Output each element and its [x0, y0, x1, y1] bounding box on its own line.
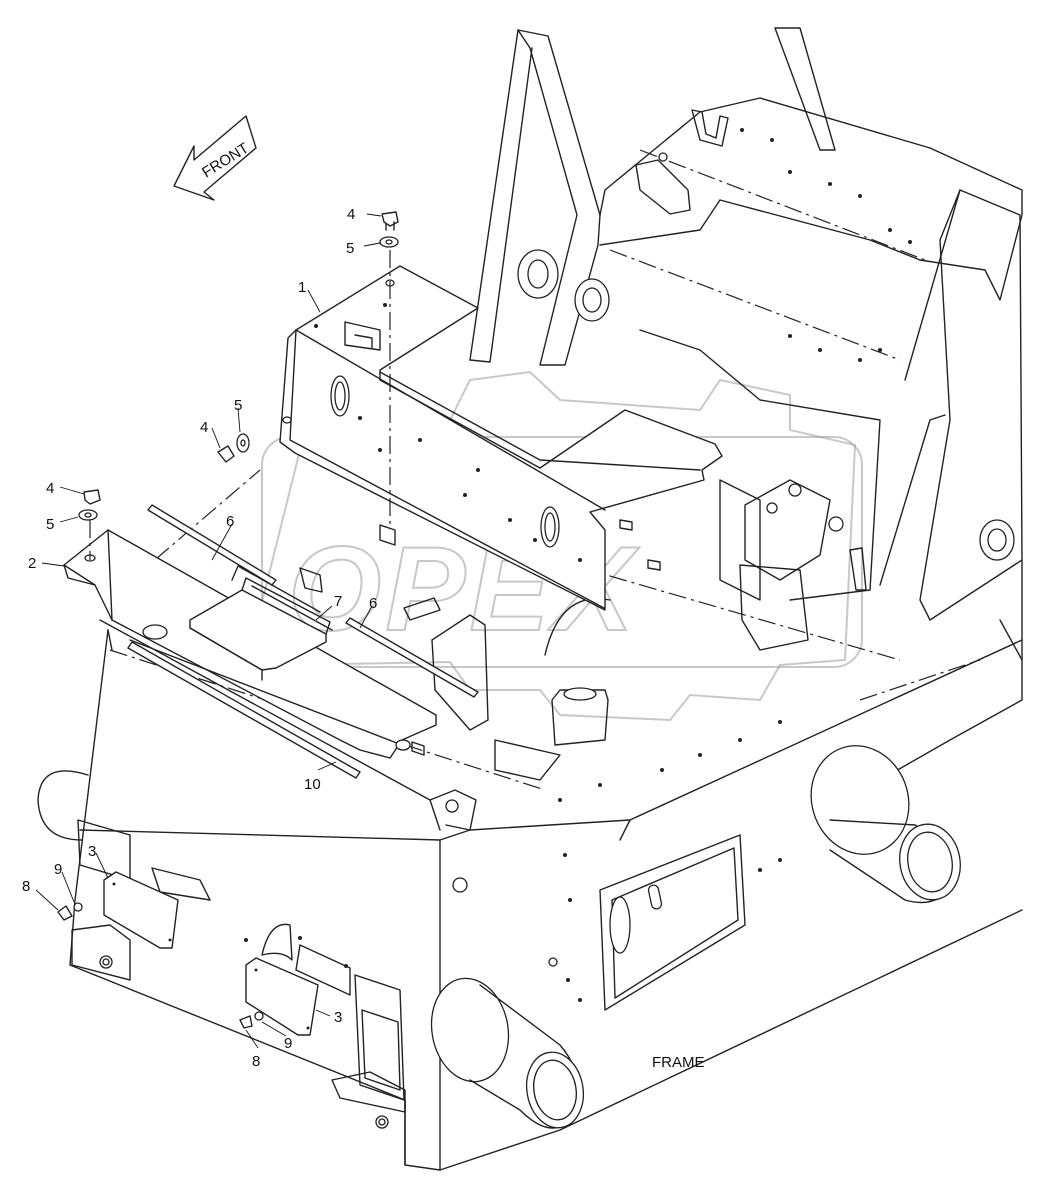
rear-frame-structure — [469, 27, 1023, 781]
callout-5-top: 5 — [346, 240, 354, 257]
callout-4-left: 4 — [46, 480, 54, 497]
callout-4-mid: 4 — [200, 419, 208, 436]
callout-9-left: 9 — [54, 861, 62, 878]
axle-tube-right — [810, 745, 961, 904]
callout-3-right: 3 — [334, 1009, 342, 1026]
callout-10: 10 — [304, 776, 321, 793]
callout-9-right: 9 — [284, 1035, 292, 1052]
part-6-seal-strips — [147, 504, 479, 698]
part-3-cover-plate-right — [245, 957, 319, 1036]
front-label: FRONT — [199, 140, 252, 182]
front-direction-arrow: FRONT — [173, 115, 257, 201]
fastener-set-top — [379, 211, 399, 248]
callout-4-top: 4 — [347, 206, 355, 223]
part-7-block — [189, 565, 333, 681]
fastener-set-left — [78, 489, 101, 560]
fastener-set-plate-left — [57, 902, 83, 921]
callout-1: 1 — [298, 279, 306, 296]
callout-6-right: 6 — [369, 595, 377, 612]
callout-8-left: 8 — [22, 878, 30, 895]
callout-2: 2 — [28, 555, 36, 572]
callout-labels: 4 5 1 5 4 4 5 2 6 7 6 10 3 9 8 3 9 8 — [22, 206, 377, 1070]
lower-frame-body — [37, 469, 1023, 1171]
part-3-cover-plate-left — [103, 871, 179, 949]
callout-7: 7 — [334, 593, 342, 610]
callout-6-left: 6 — [226, 513, 234, 530]
part-10-strip — [127, 641, 361, 779]
internal-components — [403, 329, 881, 781]
callout-5-mid: 5 — [234, 397, 242, 414]
frame-label: FRAME — [652, 1054, 705, 1071]
axle-tube-front — [430, 977, 585, 1129]
callout-3-left: 3 — [88, 843, 96, 860]
callout-5-left: 5 — [46, 516, 54, 533]
fastener-set-mid — [217, 433, 250, 463]
callout-8-right: 8 — [252, 1053, 260, 1070]
fastener-set-plate-right — [239, 1011, 264, 1029]
callout-leaders — [35, 213, 382, 1049]
